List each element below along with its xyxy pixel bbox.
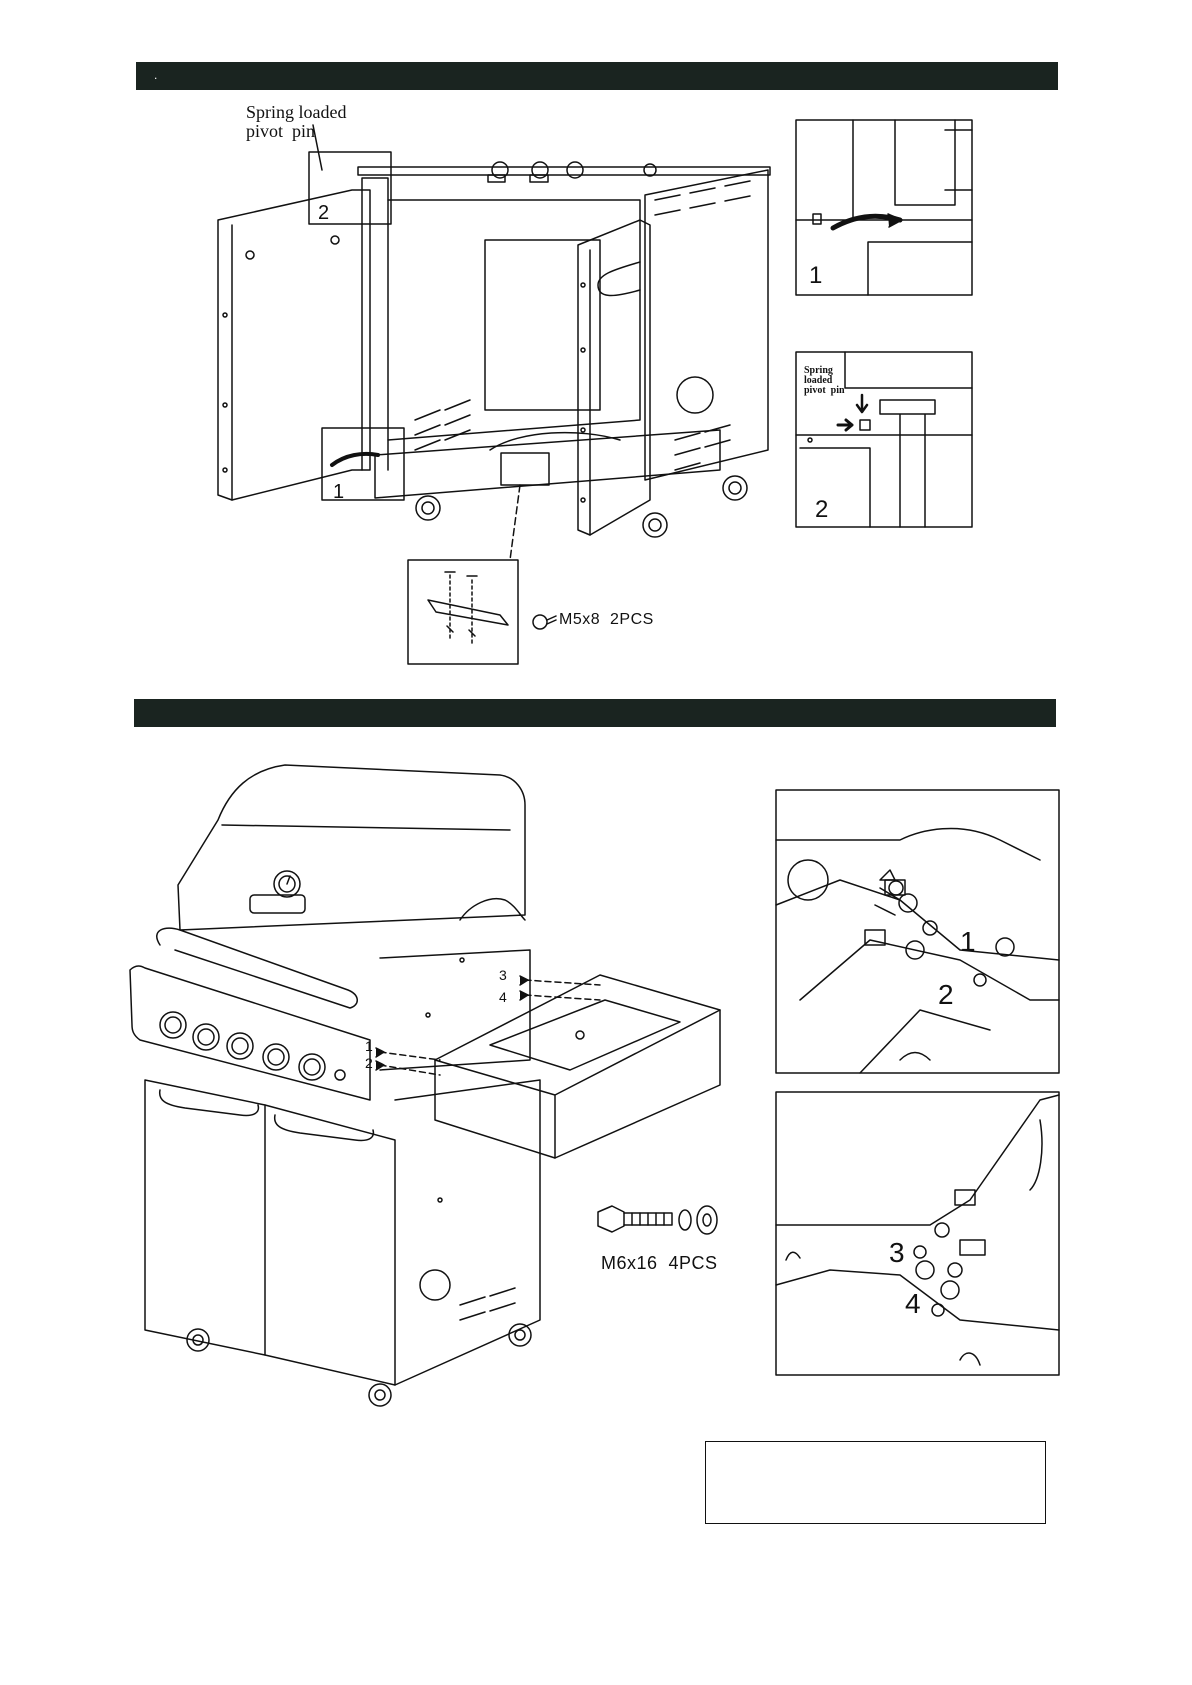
grill-with-side-shelf-illustration	[130, 765, 720, 1406]
m5x8-screw-icon	[533, 615, 556, 629]
detail-2-spring-pin-label: Spring loaded pivot pin	[804, 366, 845, 396]
detail-1-number: 1	[809, 262, 822, 290]
detail-bolts-3-4	[776, 1092, 1059, 1375]
grill-cart-doors-illustration	[218, 125, 770, 664]
hole-number-4: 4	[499, 989, 507, 1005]
m5x8-hardware-label: M5x8 2PCS	[559, 611, 654, 629]
callout-number-2: 2	[318, 202, 329, 225]
detail-bottom-number-4: 4	[905, 1288, 921, 1320]
detail-top-number-1: 1	[960, 926, 976, 958]
m6x16-hardware-label: M6x16 4PCS	[601, 1253, 718, 1274]
m6x16-bolt-icon	[598, 1206, 717, 1234]
hole-number-1: 1	[365, 1038, 373, 1054]
note-box	[705, 1441, 1046, 1524]
detail-2-number: 2	[815, 496, 828, 524]
detail-bolts-1-2	[776, 790, 1059, 1073]
hole-number-2: 2	[365, 1055, 373, 1071]
hole-number-3: 3	[499, 967, 507, 983]
detail-bottom-number-3: 3	[889, 1237, 905, 1269]
detail-top-number-2: 2	[938, 979, 954, 1011]
callout-number-1: 1	[333, 481, 344, 504]
spring-pin-label: Spring loaded pivot pin	[246, 103, 347, 141]
detail-1-door-hinge	[796, 120, 972, 295]
